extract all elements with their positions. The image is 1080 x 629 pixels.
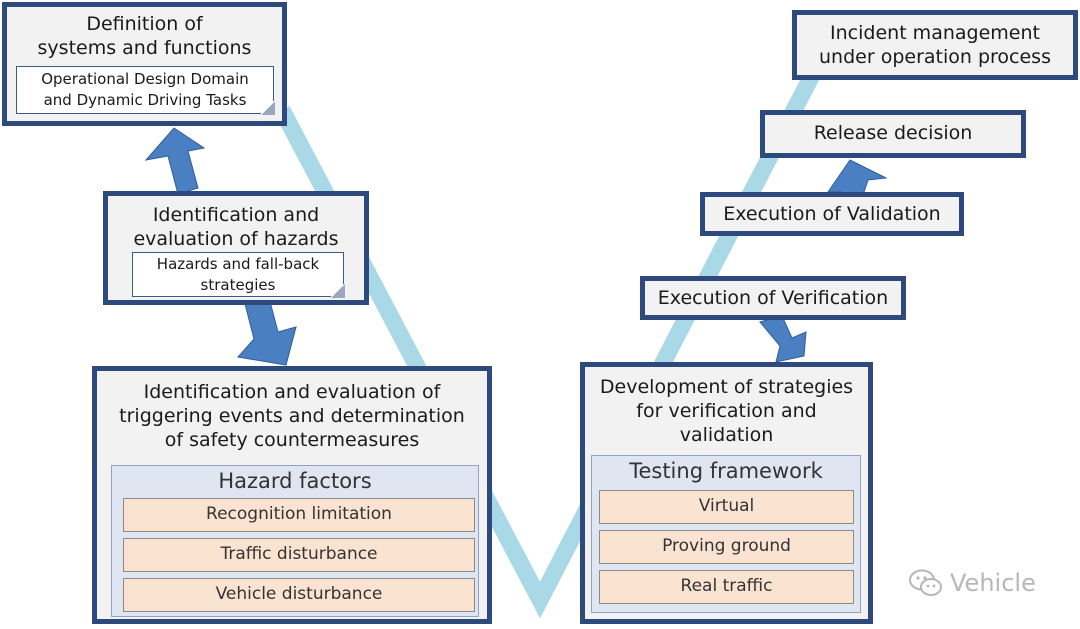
testing-item-virtual: Virtual	[599, 490, 854, 524]
incident-title-line-2: under operation process	[819, 46, 1051, 68]
strategies-box: Development of strategies for verificati…	[580, 362, 873, 624]
release-title: Release decision	[813, 122, 973, 144]
hazard-item-recognition: Recognition limitation	[123, 498, 475, 532]
hazard-item-vehicle: Vehicle disturbance	[123, 578, 475, 612]
strategies-title-line-3: validation	[679, 424, 774, 446]
watermark-text: Vehicle	[950, 569, 1036, 597]
strategies-title-line-2: for verification and	[636, 400, 817, 422]
hazard-factors-title: Hazard factors	[218, 469, 372, 493]
validation-box: Execution of Validation	[700, 192, 964, 236]
hazards-title-line-2: evaluation of hazards	[133, 228, 339, 250]
hazards-note-line-2: strategies	[200, 276, 276, 294]
definition-note-line-2: and Dynamic Driving Tasks	[43, 91, 247, 109]
triggering-title-line-1: Identification and evaluation of	[143, 381, 441, 403]
hazard-factors-panel: Hazard factors Recognition limitation Tr…	[111, 465, 479, 617]
hazards-note-line-1: Hazards and fall-back	[156, 255, 320, 273]
triggering-title-line-3: of safety countermeasures	[164, 429, 420, 451]
testing-framework-panel: Testing framework Virtual Proving ground…	[591, 455, 861, 613]
incident-title-line-1: Incident management	[830, 22, 1040, 44]
watermark: Vehicle	[908, 568, 1036, 598]
verification-box: Execution of Verification	[640, 276, 906, 320]
testing-item-real-traffic: Real traffic	[599, 570, 854, 604]
definition-note-line-1: Operational Design Domain	[41, 70, 249, 88]
verification-title: Execution of Verification	[657, 287, 889, 309]
arrow-down-strategies	[759, 315, 807, 363]
release-box: Release decision	[760, 110, 1026, 158]
hazards-title-line-1: Identification and	[152, 204, 320, 226]
definition-box: Definition of systems and functions Oper…	[2, 2, 287, 126]
triggering-box: Identification and evaluation of trigger…	[92, 366, 492, 624]
hazard-item-traffic: Traffic disturbance	[123, 538, 475, 572]
validation-title: Execution of Validation	[723, 203, 941, 225]
hazards-box: Identification and evaluation of hazards…	[103, 191, 369, 305]
arrow-definition-hazards	[144, 127, 206, 195]
testing-item-proving-ground: Proving ground	[599, 530, 854, 564]
wechat-icon	[909, 569, 942, 596]
definition-title-line-2: systems and functions	[37, 37, 252, 59]
definition-note: Operational Design Domain and Dynamic Dr…	[16, 66, 275, 115]
testing-framework-title: Testing framework	[629, 459, 823, 483]
triggering-title-line-2: triggering events and determination	[119, 405, 465, 427]
definition-title-line-1: Definition of	[86, 13, 203, 35]
hazards-note: Hazards and fall-back strategies	[132, 252, 345, 298]
incident-box: Incident management under operation proc…	[792, 10, 1078, 80]
strategies-title-line-1: Development of strategies	[599, 376, 854, 398]
